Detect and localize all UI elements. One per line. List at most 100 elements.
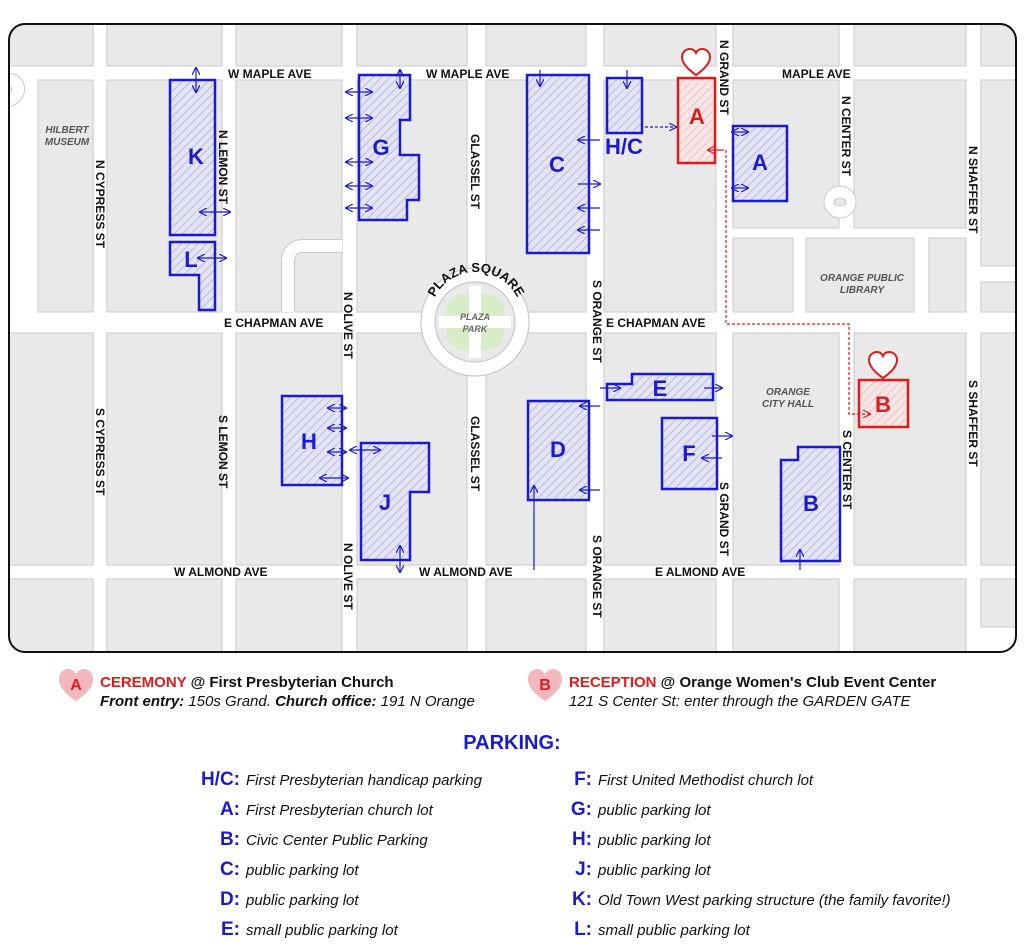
street-s-grand: S GRAND ST bbox=[717, 482, 731, 557]
ceremony-heart-icon: A bbox=[59, 669, 93, 701]
ceremony-front-entry-text: 150s Grand. bbox=[184, 693, 276, 710]
parking-desc: public parking lot bbox=[598, 831, 711, 849]
ceremony-venue: First Presbyterian Church bbox=[209, 674, 394, 691]
street-e-chapman-right: E CHAPMAN AVE bbox=[606, 316, 705, 330]
parking-desc: public parking lot bbox=[598, 801, 711, 819]
lot-g-label: G bbox=[372, 135, 389, 160]
street-w-maple-mid: W MAPLE AVE bbox=[426, 67, 509, 81]
parking-title: PARKING: bbox=[463, 732, 561, 754]
lot-b-label: B bbox=[803, 491, 819, 516]
parking-row: J: public parking lot bbox=[560, 855, 951, 885]
parking-desc: public parking lot bbox=[246, 891, 359, 909]
plaza-park-label-1: PLAZA bbox=[460, 312, 490, 322]
parking-key: C: bbox=[219, 859, 240, 880]
street-s-lemon: S LEMON ST bbox=[216, 415, 230, 489]
ceremony-legend: A CEREMONY @ First Presbyterian Church F… bbox=[58, 668, 518, 714]
parking-desc: Old Town West parking structure (the fam… bbox=[598, 891, 951, 909]
parking-desc: public parking lot bbox=[246, 861, 359, 879]
library-label-1: ORANGE PUBLIC bbox=[820, 273, 905, 284]
street-n-cypress: N CYPRESS ST bbox=[93, 160, 107, 249]
street-e-almond: E ALMOND AVE bbox=[655, 565, 745, 579]
parking-row: H:public parking lot bbox=[560, 825, 951, 855]
entrance-arrows bbox=[196, 68, 748, 572]
reception-line-2: 121 S Center St: enter through the GARDE… bbox=[569, 693, 911, 710]
street-w-almond-mid: W ALMOND AVE bbox=[419, 565, 513, 579]
lot-d-shape bbox=[526, 399, 591, 502]
city-hall-label-2: CITY HALL bbox=[762, 399, 814, 410]
ceremony-at: @ bbox=[186, 674, 210, 691]
street-e-chapman-left: E CHAPMAN AVE bbox=[224, 316, 323, 330]
parking-list-left: H/C:First Presbyterian handicap parking … bbox=[190, 765, 482, 945]
parking-key: G: bbox=[570, 799, 592, 820]
lot-f-label: F bbox=[682, 441, 695, 466]
street-s-shaffer: S SHAFFER ST bbox=[966, 380, 980, 467]
reception-line-1: RECEPTION @ Orange Women's Club Event Ce… bbox=[569, 674, 936, 691]
parking-key: L: bbox=[574, 919, 592, 940]
lot-g-shape bbox=[357, 73, 421, 222]
parking-key: E: bbox=[221, 919, 240, 940]
ceremony-office-label: Church office: bbox=[275, 693, 377, 710]
street-n-center: N CENTER ST bbox=[839, 96, 853, 177]
one-way-arrows bbox=[534, 70, 800, 570]
lot-e-label: E bbox=[653, 376, 668, 401]
parking-key: B: bbox=[219, 829, 240, 850]
city-blocks bbox=[9, 24, 1016, 652]
street-w-almond-left: W ALMOND AVE bbox=[174, 565, 268, 579]
lot-b-shape bbox=[779, 445, 842, 563]
street-n-grand: N GRAND ST bbox=[717, 40, 731, 115]
parking-key: J: bbox=[575, 859, 592, 880]
parking-row: G: public parking lot bbox=[560, 795, 951, 825]
ceremony-title: CEREMONY bbox=[100, 674, 187, 691]
parking-row: H/C:First Presbyterian handicap parking bbox=[190, 765, 482, 795]
street-s-orange-bottom: S ORANGE ST bbox=[590, 535, 604, 618]
parking-desc: public parking lot bbox=[598, 861, 711, 879]
library-label-2: LIBRARY bbox=[840, 285, 886, 296]
lot-j-shape bbox=[359, 441, 431, 562]
parking-key: A: bbox=[219, 799, 240, 820]
parking-desc: Civic Center Public Parking bbox=[246, 831, 428, 849]
reception-address: 121 S Center St: bbox=[569, 693, 680, 710]
parking-desc: small public parking lot bbox=[246, 921, 398, 939]
reception-legend: B RECEPTION @ Orange Women's Club Event … bbox=[527, 668, 1007, 714]
lot-c-label: C bbox=[549, 152, 565, 177]
street-s-orange-top: S ORANGE ST bbox=[590, 280, 604, 363]
venue-b-heart-icon bbox=[867, 350, 899, 380]
church-to-reception-path bbox=[725, 150, 870, 414]
street-glassel-bottom: GLASSEL ST bbox=[468, 416, 482, 492]
street-maple-right: MAPLE AVE bbox=[782, 67, 851, 81]
hilbert-museum-label-1: HILBERT bbox=[45, 125, 89, 136]
lot-a-label: A bbox=[752, 150, 768, 175]
street-s-center: S CENTER ST bbox=[840, 430, 854, 510]
parking-list-right: F:First United Methodist church lot G:pu… bbox=[560, 765, 951, 945]
street-n-shaffer: N SHAFFER ST bbox=[966, 146, 980, 234]
reception-heart-icon: B bbox=[528, 669, 562, 701]
parking-key: K: bbox=[571, 889, 592, 910]
lot-e-shape bbox=[605, 372, 715, 402]
hilbert-museum-label-2: MUSEUM bbox=[45, 137, 90, 148]
svg-text:B: B bbox=[539, 677, 551, 694]
street-s-cypress: S CYPRESS ST bbox=[93, 408, 107, 496]
venue-b-label: B bbox=[875, 392, 891, 417]
parking-row: E: small public parking lot bbox=[190, 915, 482, 945]
venue-a-shape bbox=[676, 76, 717, 165]
lot-j-label: J bbox=[379, 490, 391, 515]
ceremony-line-2: Front entry: 150s Grand. Church office: … bbox=[100, 693, 475, 710]
venue-a-heart-icon bbox=[680, 47, 712, 77]
venue-b-shape bbox=[857, 378, 910, 429]
city-hall-label-1: ORANGE bbox=[766, 387, 810, 398]
reception-title: RECEPTION bbox=[569, 674, 657, 691]
plaza-park-label-2: PARK bbox=[463, 324, 489, 334]
lot-f-shape bbox=[660, 416, 719, 491]
lot-k-label: K bbox=[188, 144, 204, 169]
parking-row: K: Old Town West parking structure (the f… bbox=[560, 885, 951, 915]
reception-at: @ bbox=[656, 674, 680, 691]
lot-d-label: D bbox=[550, 437, 566, 462]
parking-desc: First United Methodist church lot bbox=[598, 771, 814, 789]
venue-a-label: A bbox=[689, 104, 705, 129]
street-n-olive-bottom: N OLIVE ST bbox=[341, 543, 355, 610]
ceremony-line-1: CEREMONY @ First Presbyterian Church bbox=[100, 674, 394, 691]
lot-hc-label: H/C bbox=[605, 134, 643, 159]
parking-row: D:public parking lot bbox=[190, 885, 482, 915]
ceremony-front-entry-label: Front entry: bbox=[100, 693, 185, 710]
downtown-orange-map: W MAPLE AVE W MAPLE AVE MAPLE AVE E CHAP… bbox=[8, 23, 1017, 653]
